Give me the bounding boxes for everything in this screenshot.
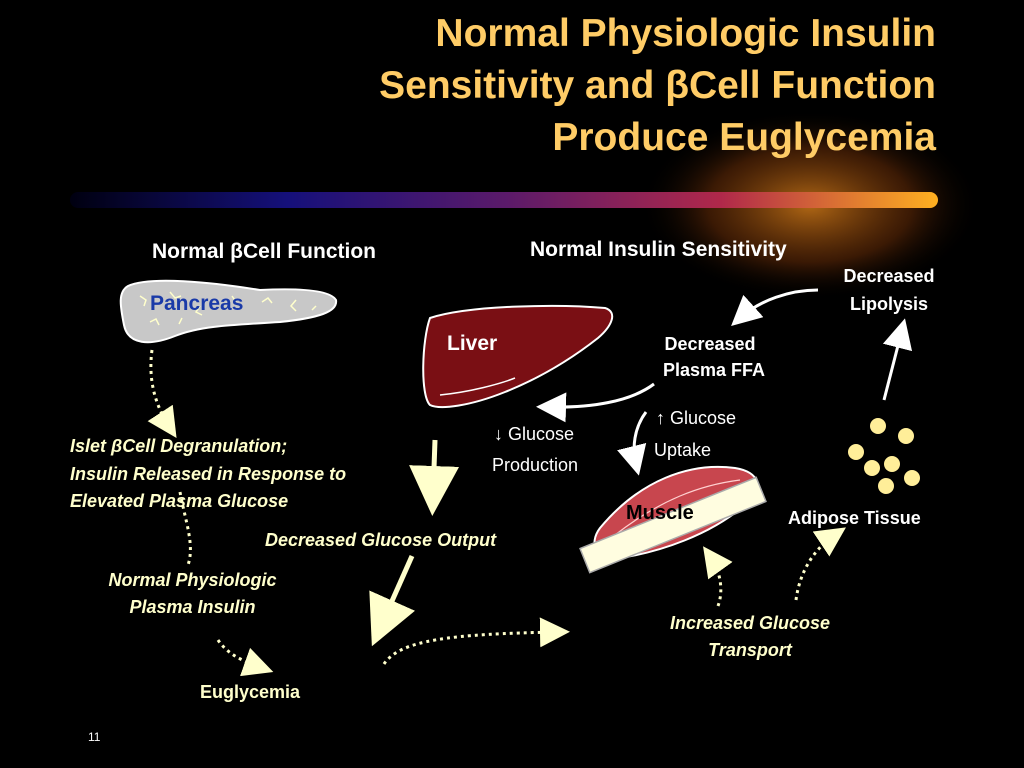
arrow-ffa-to-muscle [617,411,648,476]
liver-label: Liver [447,332,498,355]
pancreas-label: Pancreas [150,292,244,315]
muscle-label: Muscle [626,502,694,524]
arrow-output-to-euglycemia [369,554,416,647]
pancreas-shape [119,279,338,344]
dotted-insulin-to-euglycemia [216,639,274,677]
heading-insulin-sensitivity: Normal Insulin Sensitivity [530,238,787,261]
heading-beta-cell: Normal βCell Function [152,240,376,263]
decreased-lipolysis-line1: Decreased [843,266,935,286]
slide-title-line1: Normal Physiologic Insulin [435,12,936,55]
decreased-lipolysis-line2: Lipolysis [849,294,929,314]
slide-number: 11 [88,730,101,744]
euglycemia-label: Euglycemia [200,682,301,702]
plasma-insulin-line2: Plasma Insulin [129,597,256,617]
decreased-ffa-line2: Plasma FFA [662,360,766,380]
slide-title-line2: Sensitivity and βCell Function [379,64,936,107]
decreased-ffa-line1: Decreased [664,334,756,354]
glucose-uptake-line1: ↑ Glucose [656,408,737,428]
glucose-uptake-line2: Uptake [654,440,712,460]
arrow-lipolysis-to-ffa [731,288,819,327]
liver-shape [422,304,614,408]
adipose-dots [848,418,920,494]
dotted-pancreas-to-islet [147,349,177,439]
dotted-transport-to-muscle [703,546,733,607]
muscle-shape [579,465,767,574]
plasma-insulin-line1: Normal Physiologic [108,570,277,590]
arrow-adipose-to-lipolysis [882,318,913,401]
glucose-production-line1: ↓ Glucose [494,424,575,444]
glucose-production-line2: Production [492,455,579,475]
glucose-transport-line2: Transport [708,640,792,660]
dotted-islet-to-insulin [178,491,192,566]
glucose-transport-line1: Increased Glucose [669,613,831,633]
slide-title-line3: Produce Euglycemia [552,116,936,159]
islet-degranulation-line2: Insulin Released in Response to [70,464,347,484]
islet-degranulation-line1: Islet βCell Degranulation; [70,436,288,456]
adipose-label: Adipose Tissue [788,508,921,528]
dotted-transport-to-adipose [794,527,846,601]
arrow-ffa-to-liver [536,382,655,423]
decreased-glucose-output: Decreased Glucose Output [265,530,497,550]
islet-degranulation-line3: Elevated Plasma Glucose [70,491,289,511]
arrow-liver-to-output [409,439,460,516]
title-divider-bar [70,192,938,208]
dotted-euglycemia-to-transport [382,617,570,665]
